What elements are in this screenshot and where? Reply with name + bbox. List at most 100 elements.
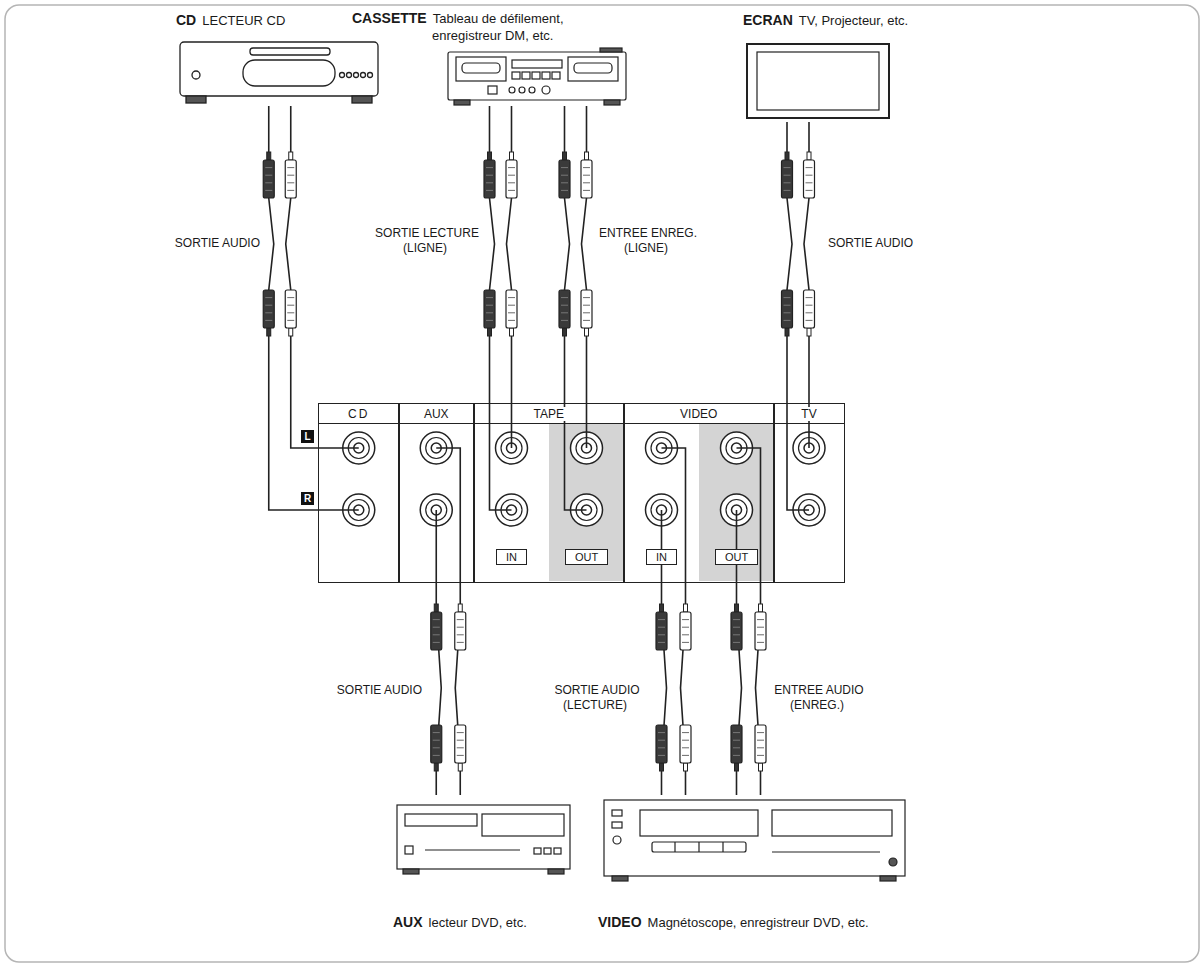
- rca-plug: [486, 167, 493, 168]
- rca-plug: [755, 604, 766, 650]
- rca-plug: [684, 763, 688, 771]
- rca-plug: [658, 634, 665, 635]
- rca-plug: [682, 634, 689, 635]
- rca-plug: [733, 634, 740, 635]
- device-name: OUT: [565, 549, 608, 565]
- rca-plug: [289, 328, 293, 336]
- rca-plug: [484, 160, 495, 198]
- device-name: CD: [345, 407, 372, 421]
- cassette-deck-drawing: [542, 72, 550, 79]
- rca-plug: [506, 152, 517, 198]
- rca-plug: [583, 190, 590, 191]
- rca-plug: [457, 740, 464, 741]
- cd-player-drawing: [354, 73, 359, 78]
- device-label: AUXlecteur DVD, etc.: [393, 914, 583, 931]
- rca-plug: [583, 182, 590, 183]
- rca-plug: [508, 297, 515, 298]
- screen-drawing: [747, 44, 889, 118]
- rca-plug: [784, 297, 791, 298]
- screen-drawing: [757, 52, 879, 110]
- video-recorder-drawing: [613, 836, 621, 844]
- rca-plug: [680, 725, 691, 771]
- rca-plug: [561, 312, 568, 313]
- cassette-deck-drawing: [454, 100, 470, 105]
- rca-plug: [433, 642, 440, 643]
- rca-plug: [285, 152, 296, 198]
- rca-plug: [782, 152, 793, 198]
- channel-marker: R: [301, 492, 314, 505]
- rca-plug: [759, 763, 763, 771]
- input-section: TV: [773, 403, 845, 583]
- rca-plug: [508, 305, 515, 306]
- rca-plug: [488, 328, 492, 336]
- rca-plug: [585, 152, 589, 160]
- audio-cable: [656, 448, 691, 795]
- rca-plug: [682, 755, 689, 756]
- cable-label: SORTIE LECTURE (LIGNE): [370, 226, 482, 256]
- rca-plug: [656, 604, 667, 650]
- rca-plug: [656, 725, 667, 763]
- rca-plug: [784, 190, 791, 191]
- device-label: CASSETTETableau de défilement, enregistr…: [352, 10, 634, 44]
- rca-plug: [433, 627, 440, 628]
- rca-plug: [757, 642, 764, 643]
- device-description: Magnétoscope, enregistreur DVD, etc.: [648, 915, 869, 930]
- cassette-deck-drawing: [574, 63, 612, 73]
- cassette-deck-drawing: [488, 86, 497, 94]
- rca-plug: [561, 297, 568, 298]
- dvd-player-drawing: [534, 848, 541, 854]
- rca-plug: [287, 305, 294, 306]
- audio-cable: [731, 448, 766, 795]
- out-column: OUT: [549, 424, 624, 581]
- rca-plug: [804, 152, 815, 198]
- rca-plug: [757, 627, 764, 628]
- rca-plug: [757, 732, 764, 733]
- cd-player-drawing: [180, 42, 378, 96]
- rca-plug: [486, 190, 493, 191]
- rca-plug: [457, 642, 464, 643]
- rca-plug: [581, 160, 592, 198]
- cassette-deck-drawing: [542, 86, 550, 94]
- rca-plug: [782, 160, 793, 198]
- rca-plug: [457, 732, 464, 733]
- video-recorder-drawing: [612, 876, 628, 881]
- channel-marker: L: [301, 430, 314, 443]
- rca-plug: [656, 725, 667, 771]
- rca-plug: [433, 732, 440, 733]
- device-name: CASSETTE: [352, 10, 427, 26]
- input-section: INOUTVIDEO: [623, 403, 775, 583]
- rca-plug: [585, 328, 589, 336]
- rca-plug: [431, 604, 442, 650]
- rca-plug: [287, 190, 294, 191]
- jack-tag: OUT: [549, 547, 624, 565]
- device-name: TAPE: [531, 407, 567, 421]
- video-recorder-drawing: [612, 810, 622, 816]
- device-name: VIDEO: [677, 407, 720, 421]
- rca-plug: [265, 190, 272, 191]
- rca-plug: [287, 297, 294, 298]
- cassette-deck-drawing: [462, 63, 500, 73]
- cd-player-drawing: [243, 60, 335, 86]
- rca-plug: [510, 328, 514, 336]
- cd-player-drawing: [347, 73, 352, 78]
- rca-plug: [434, 604, 438, 612]
- rca-plug: [267, 328, 271, 336]
- dvd-player-drawing: [425, 849, 520, 850]
- rca-plug: [484, 290, 495, 328]
- cable-label-text: SORTIE AUDIO (LECTURE): [552, 683, 639, 712]
- rca-plug: [559, 290, 570, 328]
- rca-plug: [682, 732, 689, 733]
- rca-plug: [682, 619, 689, 620]
- rca-plug: [508, 320, 515, 321]
- rca-plug: [807, 328, 811, 336]
- rca-plug: [510, 152, 514, 160]
- rca-plug: [561, 305, 568, 306]
- video-recorder-drawing: [772, 810, 892, 836]
- rca-plug: [784, 312, 791, 313]
- rca-plug: [733, 732, 740, 733]
- rca-plug: [285, 290, 296, 336]
- rca-plug: [658, 642, 665, 643]
- rca-plug: [559, 290, 570, 336]
- page-frame: [5, 5, 1199, 962]
